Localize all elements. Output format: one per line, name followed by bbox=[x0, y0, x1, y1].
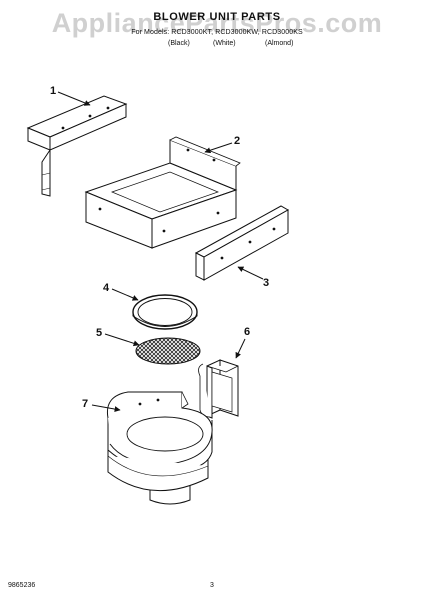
leader-7 bbox=[91, 404, 121, 413]
document-number: 9865236 bbox=[8, 582, 36, 589]
callout-1: 1 bbox=[50, 85, 57, 97]
leader-2 bbox=[204, 142, 233, 154]
page-title: BLOWER UNIT PARTS bbox=[153, 11, 281, 23]
leader-6 bbox=[235, 338, 246, 359]
leader-lines bbox=[57, 91, 264, 413]
leader-1 bbox=[57, 91, 91, 106]
callout-7: 7 bbox=[82, 398, 89, 410]
leader-5 bbox=[104, 333, 140, 347]
watermark: AppliancePartsPros.com bbox=[51, 8, 383, 38]
callout-6: 6 bbox=[244, 326, 251, 338]
part-6-damper-outlet bbox=[198, 359, 239, 419]
callout-4: 4 bbox=[103, 282, 110, 294]
page-number: 3 bbox=[210, 582, 214, 589]
models-line: For Models: RCD3000KT, RCD3000KW, RCD300… bbox=[131, 29, 303, 36]
finish-white: (White) bbox=[213, 40, 236, 47]
finish-labels: (Black) (White) (Almond) bbox=[0, 40, 434, 50]
part-1-top-bracket bbox=[26, 95, 128, 197]
part-3-lower-rail bbox=[194, 205, 290, 281]
part-7-blower-housing bbox=[106, 391, 213, 505]
callout-3: 3 bbox=[263, 277, 270, 289]
part-5-mesh-filter bbox=[135, 337, 201, 365]
finish-almond: (Almond) bbox=[265, 40, 294, 47]
page-header: AppliancePartsPros.com BLOWER UNIT PARTS… bbox=[0, 0, 434, 58]
callout-5: 5 bbox=[96, 327, 103, 339]
leader-3 bbox=[237, 266, 264, 280]
leader-4 bbox=[111, 288, 139, 301]
callout-2: 2 bbox=[234, 135, 241, 147]
part-2-blower-box bbox=[84, 136, 241, 249]
finish-black: (Black) bbox=[168, 40, 190, 47]
part-4-ring bbox=[132, 294, 198, 330]
